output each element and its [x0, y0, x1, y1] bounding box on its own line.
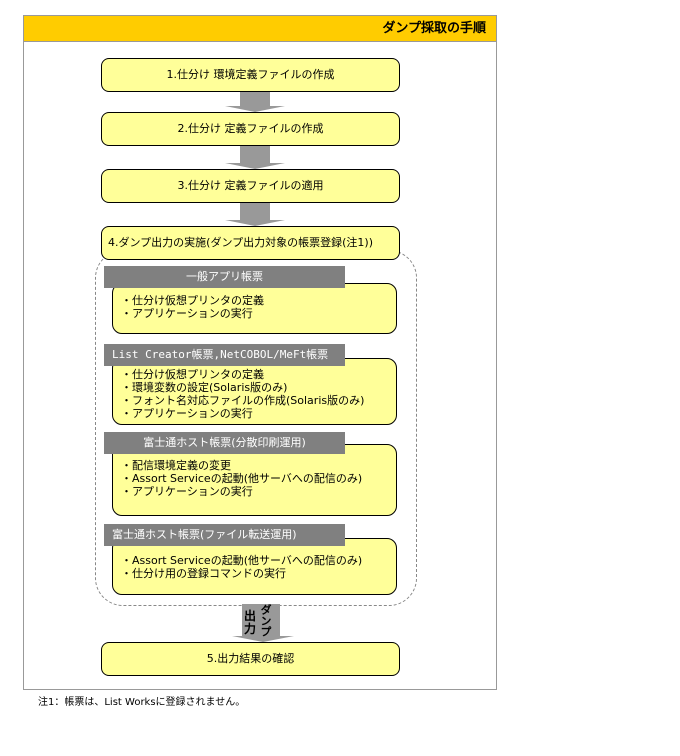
- arrow-down-icon: [225, 203, 285, 226]
- group-box: ・仕分け仮想プリンタの定義 ・環境変数の設定(Solaris版のみ) ・フォント…: [112, 358, 397, 425]
- footnote: 注1：帳票は、List Worksに登録されません。: [38, 697, 246, 708]
- step-4: 4.ダンプ出力の実施(ダンプ出力対象の帳票登録(注1)): [101, 226, 400, 260]
- group-item: ・アプリケーションの実行: [121, 407, 253, 420]
- group-box: ・仕分け仮想プリンタの定義 ・アプリケーションの実行: [112, 283, 397, 334]
- step-2: 2.仕分け 定義ファイルの作成: [101, 112, 400, 146]
- group-item: ・Assort Serviceの起動(他サーバへの配信のみ): [121, 472, 363, 485]
- group-item: ・Assort Serviceの起動(他サーバへの配信のみ): [121, 554, 363, 567]
- step-5: 5.出力結果の確認: [101, 642, 400, 676]
- dump-output-arrow-icon: 出力 ダンプ: [232, 604, 294, 642]
- step-1: 1.仕分け 環境定義ファイルの作成: [101, 58, 400, 92]
- diagram-title: ダンプ採取の手順: [24, 16, 496, 42]
- group-box: ・Assort Serviceの起動(他サーバへの配信のみ) ・仕分け用の登録コ…: [112, 538, 397, 595]
- group-item: ・配信環境定義の変更: [121, 459, 231, 472]
- group-item: ・仕分け用の登録コマンドの実行: [121, 567, 286, 580]
- arrow-down-icon: [225, 92, 285, 112]
- group-header: List Creator帳票,NetCOBOL/MeFt帳票: [104, 344, 345, 366]
- group-item: ・環境変数の設定(Solaris版のみ): [121, 381, 288, 394]
- group-item: ・仕分け仮想プリンタの定義: [121, 368, 264, 381]
- group-item: ・アプリケーションの実行: [121, 485, 253, 498]
- arrow-down-icon: [225, 146, 285, 169]
- arrow-label-output: 出力: [244, 609, 257, 636]
- group-header: 一般アプリ帳票: [104, 266, 345, 288]
- step-3: 3.仕分け 定義ファイルの適用: [101, 169, 400, 203]
- group-box: ・配信環境定義の変更 ・Assort Serviceの起動(他サーバへの配信のみ…: [112, 444, 397, 516]
- group-item: ・仕分け仮想プリンタの定義: [121, 294, 264, 307]
- arrow-label-dump: ダンプ: [259, 604, 272, 637]
- group-item: ・アプリケーションの実行: [121, 307, 253, 320]
- group-header: 富士通ホスト帳票(ファイル転送運用): [104, 524, 345, 546]
- diagram-frame: ダンプ採取の手順: [23, 15, 497, 690]
- group-header: 富士通ホスト帳票(分散印刷運用): [104, 432, 345, 454]
- group-item: ・フォント名対応ファイルの作成(Solaris版のみ): [121, 394, 365, 407]
